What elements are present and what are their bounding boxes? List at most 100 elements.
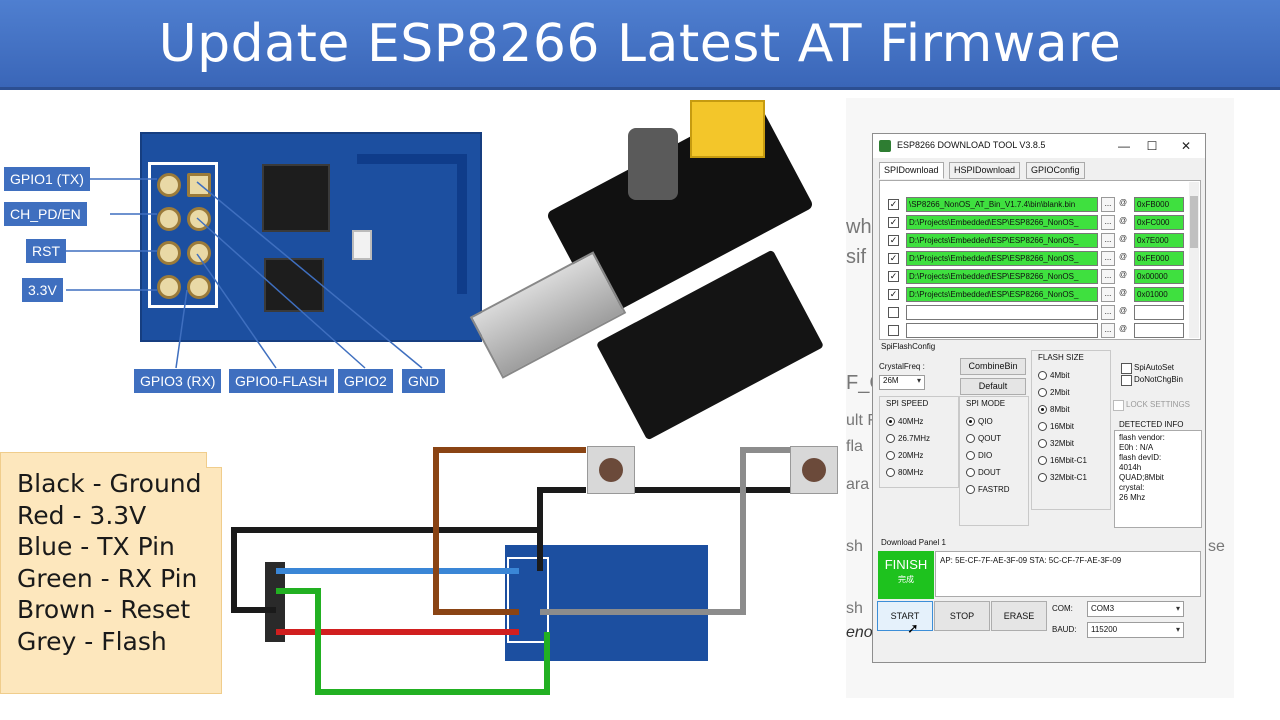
- file-list-scrollbar[interactable]: [1189, 182, 1199, 338]
- file-enable-checkbox[interactable]: ✓: [888, 289, 899, 300]
- flash-size-radio[interactable]: [1038, 371, 1047, 380]
- flash-size-radio[interactable]: [1038, 439, 1047, 448]
- file-address-input[interactable]: [1134, 305, 1184, 320]
- wire-black: [537, 487, 586, 530]
- tab-spidownload[interactable]: SPIDownload: [879, 162, 944, 179]
- browse-button[interactable]: ...: [1101, 287, 1115, 302]
- flash-size-radio[interactable]: [1038, 388, 1047, 397]
- maximize-button[interactable]: ☐: [1146, 139, 1158, 153]
- scroll-thumb[interactable]: [1190, 196, 1198, 248]
- spi-mode-radio[interactable]: [966, 434, 975, 443]
- flash-size-radio[interactable]: [1038, 422, 1047, 431]
- spi-speed-radio[interactable]: [886, 468, 895, 477]
- file-enable-checkbox[interactable]: ✓: [888, 199, 899, 210]
- file-address-input[interactable]: 0xFC000: [1134, 215, 1184, 230]
- tab-gpioconfig[interactable]: GPIOConfig: [1026, 162, 1085, 179]
- pin: [157, 275, 181, 299]
- browse-button[interactable]: ...: [1101, 251, 1115, 266]
- com-label: COM:: [1052, 604, 1073, 613]
- file-address-input[interactable]: 0x01000: [1134, 287, 1184, 302]
- browse-button[interactable]: ...: [1101, 233, 1115, 248]
- file-address-input[interactable]: 0x7E000: [1134, 233, 1184, 248]
- lock-settings-checkbox[interactable]: [1113, 400, 1124, 411]
- browse-button[interactable]: ...: [1101, 197, 1115, 212]
- file-path-input[interactable]: D:\Projects\Embedded\ESP\ESP8266_NonOS_: [906, 251, 1098, 266]
- detected-info-line: E0h : N/A: [1119, 443, 1154, 452]
- file-address-input[interactable]: [1134, 323, 1184, 338]
- title-bar: ESP8266 DOWNLOAD TOOL V3.8.5 — ☐ ✕: [873, 134, 1205, 158]
- pin-label-gpio1: GPIO1 (TX): [4, 167, 90, 191]
- start-button[interactable]: START: [877, 601, 933, 631]
- file-path-input[interactable]: [906, 323, 1098, 338]
- file-enable-checkbox[interactable]: [888, 325, 899, 336]
- finish-text: FINISH: [884, 557, 928, 572]
- spi-speed-radio[interactable]: [886, 451, 895, 460]
- at-sign: @: [1119, 252, 1128, 261]
- module-pin-block: [507, 557, 549, 643]
- pin-label-rst: RST: [26, 239, 66, 263]
- file-enable-checkbox[interactable]: [888, 307, 899, 318]
- file-enable-checkbox[interactable]: ✓: [888, 271, 899, 282]
- file-address-input[interactable]: 0x00000: [1134, 269, 1184, 284]
- flash-size-option-label: 8Mbit: [1050, 405, 1070, 414]
- spi-mode-radio[interactable]: [966, 468, 975, 477]
- browse-button[interactable]: ...: [1101, 323, 1115, 338]
- close-button[interactable]: ✕: [1180, 139, 1192, 153]
- do-not-chg-bin-checkbox[interactable]: [1121, 375, 1132, 386]
- default-button[interactable]: Default: [960, 378, 1026, 395]
- spi-mode-radio[interactable]: [966, 417, 975, 426]
- at-sign: @: [1119, 216, 1128, 225]
- detected-info-line: QUAD;8Mbit: [1119, 473, 1164, 482]
- spi-mode-radio[interactable]: [966, 485, 975, 494]
- file-address-input[interactable]: 0xFB000: [1134, 197, 1184, 212]
- spi-mode-option-label: QOUT: [978, 434, 1002, 443]
- download-panel-label: Download Panel 1: [881, 538, 946, 547]
- finish-status: FINISH 完成: [878, 551, 934, 599]
- do-not-chg-bin-label: DoNotChgBin: [1134, 375, 1183, 384]
- browse-button[interactable]: ...: [1101, 305, 1115, 320]
- title-banner: Update ESP8266 Latest AT Firmware: [0, 0, 1280, 90]
- combine-bin-button[interactable]: CombineBin: [960, 358, 1026, 375]
- pin: [187, 275, 211, 299]
- pin: [187, 241, 211, 265]
- flash-size-radio[interactable]: [1038, 456, 1047, 465]
- minimize-button[interactable]: —: [1118, 139, 1130, 153]
- file-enable-checkbox[interactable]: ✓: [888, 253, 899, 264]
- detected-info-line: flash vendor:: [1119, 433, 1165, 442]
- legend-line-red: Red - 3.3V: [17, 501, 147, 530]
- file-path-input[interactable]: D:\Projects\Embedded\ESP\ESP8266_NonOS_: [906, 215, 1098, 230]
- file-enable-checkbox[interactable]: ✓: [888, 235, 899, 246]
- flash-size-title: FLASH SIZE: [1038, 353, 1084, 362]
- pin-label-gpio2: GPIO2: [338, 369, 393, 393]
- baud-select[interactable]: 115200▾: [1087, 622, 1184, 638]
- wire-brown: [433, 447, 586, 615]
- spi-speed-radio[interactable]: [886, 417, 895, 426]
- file-path-input[interactable]: D:\Projects\Embedded\ESP\ESP8266_NonOS_: [906, 233, 1098, 248]
- erase-button[interactable]: ERASE: [991, 601, 1047, 631]
- flash-size-radio[interactable]: [1038, 405, 1047, 414]
- stop-button[interactable]: STOP: [934, 601, 990, 631]
- file-enable-checkbox[interactable]: ✓: [888, 217, 899, 228]
- spi-speed-radio[interactable]: [886, 434, 895, 443]
- com-select[interactable]: COM3▾: [1087, 601, 1184, 617]
- reset-button: [587, 446, 635, 494]
- legend-line-green: Green - RX Pin: [17, 564, 198, 593]
- detected-info-line: flash devID:: [1119, 453, 1162, 462]
- legend-line-blue: Blue - TX Pin: [17, 532, 175, 561]
- tab-hspidownload[interactable]: HSPIDownload: [949, 162, 1021, 179]
- flash-size-radio[interactable]: [1038, 473, 1047, 482]
- spi-mode-radio[interactable]: [966, 451, 975, 460]
- firmware-file-list: ✓ \SP8266_NonOS_AT_Bin_V1.7.4\bin\blank.b…: [879, 180, 1201, 340]
- file-path-input[interactable]: \SP8266_NonOS_AT_Bin_V1.7.4\bin\blank.bi…: [906, 197, 1098, 212]
- file-path-input[interactable]: [906, 305, 1098, 320]
- crystal-freq-select[interactable]: 26M▾: [879, 375, 925, 390]
- file-address-input[interactable]: 0xFE000: [1134, 251, 1184, 266]
- file-path-input[interactable]: D:\Projects\Embedded\ESP\ESP8266_NonOS_: [906, 287, 1098, 302]
- chevron-down-icon: ▾: [1175, 604, 1180, 613]
- file-path-input[interactable]: D:\Projects\Embedded\ESP\ESP8266_NonOS_: [906, 269, 1098, 284]
- spi-auto-set-checkbox[interactable]: [1121, 363, 1132, 374]
- browse-button[interactable]: ...: [1101, 215, 1115, 230]
- browse-button[interactable]: ...: [1101, 269, 1115, 284]
